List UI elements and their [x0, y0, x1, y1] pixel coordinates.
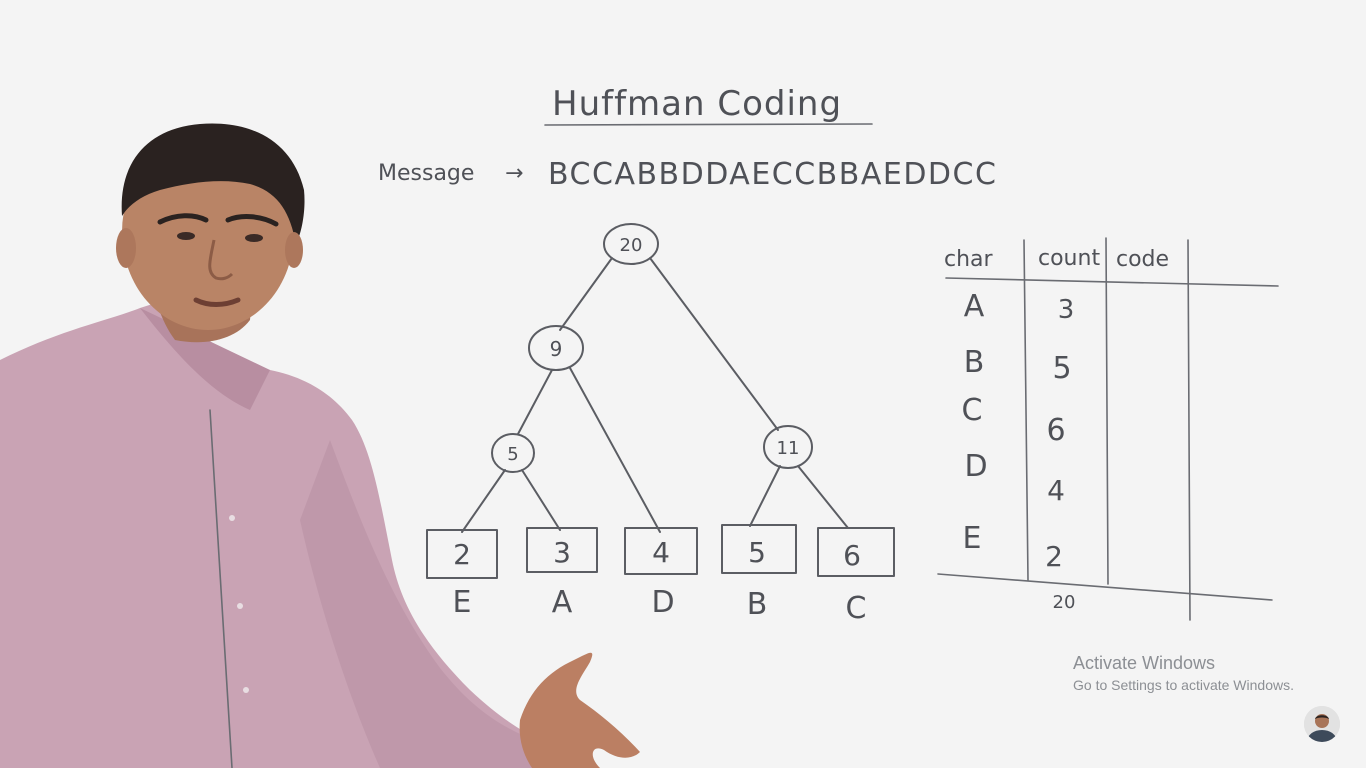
tree-node-root: 20: [603, 223, 659, 265]
leaf-char: C: [846, 591, 867, 626]
watermark-title: Activate Windows: [1073, 653, 1216, 673]
node-label: 20: [620, 235, 643, 256]
row-count: 4: [1047, 474, 1065, 507]
row-count: 2: [1045, 540, 1063, 573]
table-row: C 6: [962, 393, 1066, 448]
message-text: BCCABBDDAECCBBAEDDCC: [548, 157, 997, 192]
node-label: 5: [507, 444, 518, 465]
leaf-char: B: [747, 587, 768, 622]
leaf-C: 6 C: [817, 527, 895, 626]
leaf-A: 3 A: [526, 527, 598, 620]
leaf-char: A: [552, 585, 573, 620]
presenter: [0, 123, 640, 768]
row-char: E: [963, 521, 982, 556]
leaf-char: D: [651, 585, 674, 620]
tree-node-11: 11: [763, 425, 813, 469]
row-count: 6: [1046, 413, 1065, 448]
presenter-hand: [519, 652, 640, 768]
node-label: 9: [550, 337, 563, 361]
tree-node-9: 9: [528, 325, 584, 371]
node-label: 11: [777, 438, 800, 459]
table-header-code: code: [1116, 247, 1169, 272]
frequency-table: char count code A 3 B 5 C 6 D 4 E 2 20: [937, 237, 1279, 621]
leaf-D: 4 D: [624, 527, 698, 620]
table-header-char: char: [944, 247, 994, 272]
watermark-subtitle: Go to Settings to activate Windows.: [1073, 677, 1294, 693]
leaf-count: 6: [843, 539, 861, 572]
row-count: 3: [1058, 295, 1075, 325]
row-char: A: [964, 289, 985, 324]
activate-windows-watermark: Activate Windows Go to Settings to activ…: [1073, 652, 1294, 694]
table-header-count: count: [1038, 246, 1100, 271]
channel-avatar[interactable]: [1304, 706, 1340, 742]
table-row: B 5: [964, 345, 1072, 386]
leaf-count: 4: [652, 536, 670, 569]
avatar-icon: [1304, 706, 1340, 742]
message-arrow: →: [505, 161, 523, 186]
row-char: C: [962, 393, 983, 428]
tree-node-5: 5: [491, 433, 535, 473]
row-char: B: [964, 345, 985, 380]
leaf-count: 5: [748, 536, 766, 569]
table-total: 20: [1053, 592, 1076, 613]
leaf-E: 2 E: [426, 529, 498, 620]
row-char: D: [964, 449, 987, 484]
leaf-count: 3: [553, 536, 571, 569]
presenter-hair: [121, 123, 305, 244]
table-row: D 4: [964, 449, 1064, 507]
row-count: 5: [1052, 351, 1071, 386]
leaf-count: 2: [453, 538, 471, 571]
message-label: Message: [378, 161, 474, 186]
leaf-B: 5 B: [721, 524, 797, 622]
table-row: E 2: [963, 521, 1063, 573]
table-row: A 3: [964, 289, 1075, 325]
leaf-char: E: [453, 585, 472, 620]
board-title: Huffman Coding: [552, 84, 842, 124]
